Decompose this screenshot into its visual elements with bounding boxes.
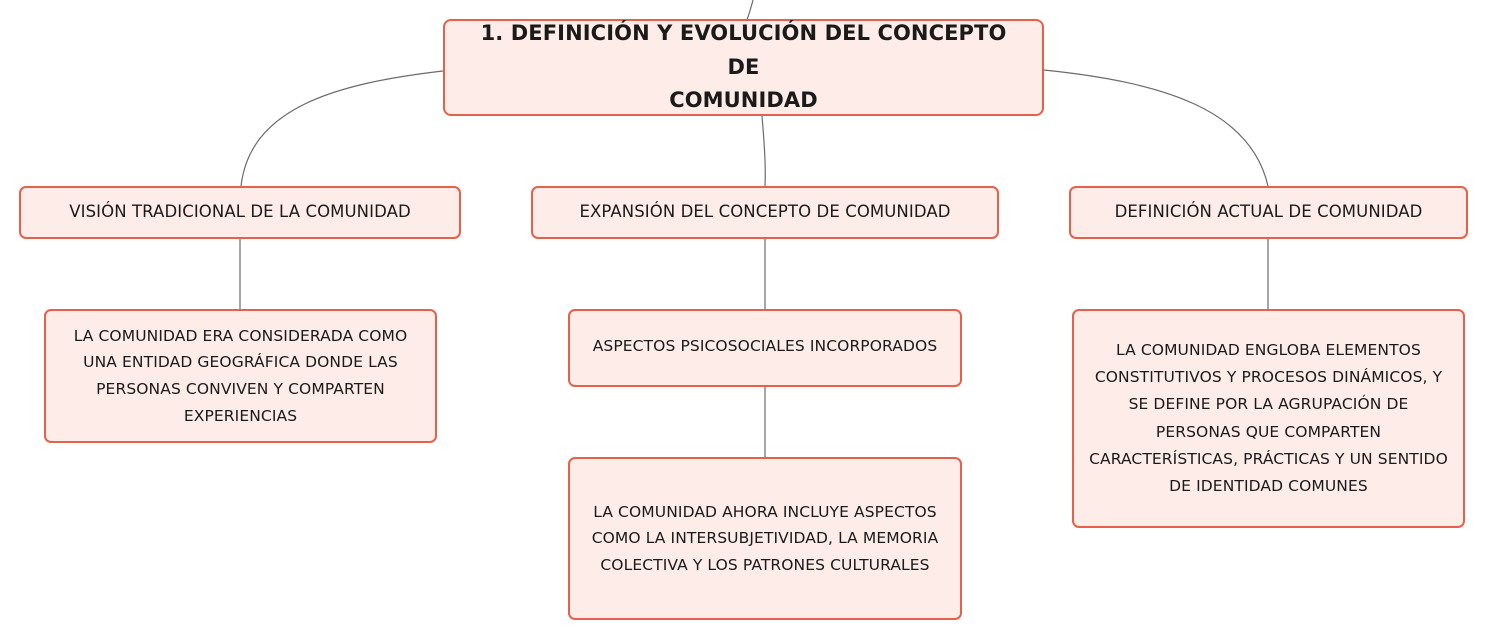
root-topic-node[interactable]: 1. DEFINICIÓN Y EVOLUCIÓN DEL CONCEPTO D… [443, 19, 1044, 116]
branch-traditional-vision[interactable]: VISIÓN TRADICIONAL DE LA COMUNIDAD [19, 186, 461, 239]
branch-label: DEFINICIÓN ACTUAL DE COMUNIDAD [1114, 202, 1423, 222]
leaf-text-line: ASPECTOS PSICOSOCIALES INCORPORADOS [592, 337, 938, 355]
connector-root-to-branch-1 [240, 70, 444, 187]
root-topic-line: COMUNIDAD [669, 88, 818, 113]
connector-incoming [746, 0, 754, 21]
connector-root-to-branch-3 [1043, 69, 1269, 187]
leaf-text-line: LA COMUNIDAD ERA CONSIDERADA COMO [73, 326, 408, 345]
leaf-text-line: SE DEFINE POR LA AGRUPACIÓN DE [1128, 395, 1409, 414]
leaf-text-line: UNA ENTIDAD GEOGRÁFICA DONDE LAS [83, 353, 398, 372]
leaf-current-definition-detail[interactable]: LA COMUNIDAD ENGLOBA ELEMENTOS CONSTITUT… [1072, 309, 1465, 528]
leaf-text-line: CARACTERÍSTICAS, PRÁCTICAS Y UN SENTIDO [1089, 449, 1448, 468]
leaf-text-line: PERSONAS QUE COMPARTEN [1155, 422, 1382, 441]
leaf-geographic-entity[interactable]: LA COMUNIDAD ERA CONSIDERADA COMO UNA EN… [44, 309, 437, 443]
leaf-text-line: EXPERIENCIAS [183, 406, 298, 425]
branch-label: EXPANSIÓN DEL CONCEPTO DE COMUNIDAD [579, 202, 951, 222]
leaf-text-line: LA COMUNIDAD AHORA INCLUYE ASPECTOS [593, 502, 937, 521]
leaf-text-line: LA COMUNIDAD ENGLOBA ELEMENTOS [1116, 341, 1421, 360]
branch-label: VISIÓN TRADICIONAL DE LA COMUNIDAD [69, 202, 411, 222]
leaf-text-line: DE IDENTIDAD COMUNES [1169, 476, 1368, 495]
leaf-psychosocial-aspects[interactable]: ASPECTOS PSICOSOCIALES INCORPORADOS [568, 309, 962, 387]
connector-root-to-branch-2 [761, 115, 766, 187]
leaf-text-line: COLECTIVA Y LOS PATRONES CULTURALES [600, 555, 930, 574]
leaf-text-line: CONSTITUTIVOS Y PROCESOS DINÁMICOS, Y [1094, 368, 1443, 387]
leaf-text-line: COMO LA INTERSUBJETIVIDAD, LA MEMORIA [591, 529, 939, 548]
leaf-text-line: PERSONAS CONVIVEN Y COMPARTEN [96, 380, 385, 398]
branch-concept-expansion[interactable]: EXPANSIÓN DEL CONCEPTO DE COMUNIDAD [531, 186, 999, 239]
branch-current-definition[interactable]: DEFINICIÓN ACTUAL DE COMUNIDAD [1069, 186, 1468, 239]
leaf-intersubjectivity[interactable]: LA COMUNIDAD AHORA INCLUYE ASPECTOS COMO… [568, 457, 962, 620]
root-topic-line: 1. DEFINICIÓN Y EVOLUCIÓN DEL CONCEPTO D… [480, 21, 1007, 79]
